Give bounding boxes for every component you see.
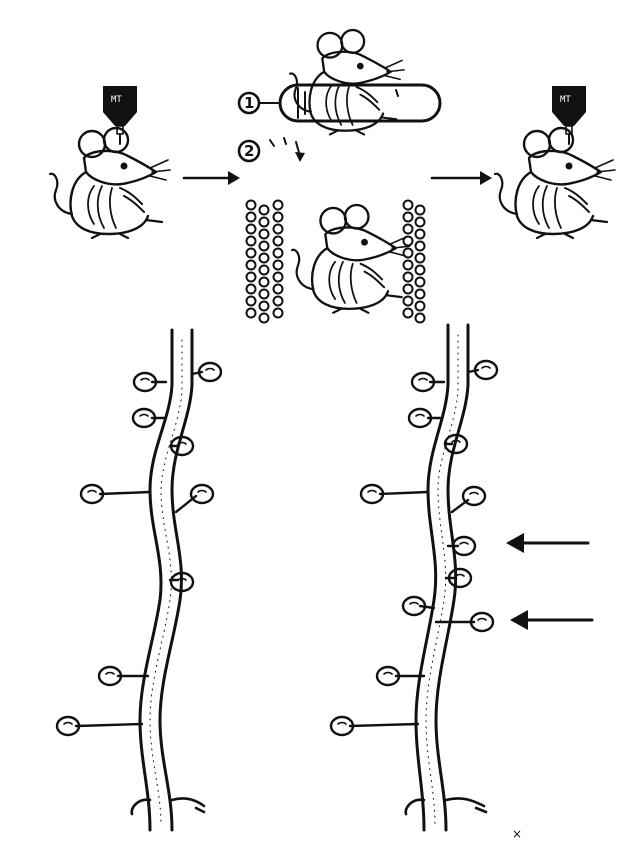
spine-r3 (409, 409, 440, 427)
spine-r5 (361, 485, 428, 503)
injector-left-icon: MT (103, 86, 137, 144)
bead-chain-3 (274, 201, 283, 318)
injected-mouse-right: MT (495, 86, 615, 238)
spine-l1 (134, 373, 166, 391)
step-2-label: 2 (244, 142, 254, 160)
mouse-housed-icon (292, 205, 410, 313)
injected-mouse-left: MT (50, 86, 170, 238)
bead-chain-4 (404, 201, 413, 318)
mouse-left-icon (50, 128, 170, 238)
spine-r8 (446, 569, 471, 587)
new-spine-arrow-1 (506, 533, 588, 553)
dendrite-right-shaft (416, 325, 448, 830)
stray-mark: × (512, 827, 522, 841)
dendrite-left (57, 330, 221, 830)
restraint-tube-icon (280, 85, 440, 121)
dendrite-left-shaft (140, 330, 172, 830)
step-1-badge: 1 (239, 93, 280, 113)
spine-r11 (377, 667, 424, 685)
injector-right-label: MT (560, 95, 571, 105)
spine-l6 (176, 485, 213, 512)
flow-arrow-2 (432, 171, 492, 185)
enriched-housing (247, 201, 425, 323)
spine-l5 (81, 485, 150, 503)
new-spine-arrow-2 (510, 610, 592, 630)
spine-l3 (133, 409, 166, 427)
spine-r12 (331, 717, 418, 735)
spine-r1 (412, 373, 444, 391)
spine-r2 (468, 361, 497, 379)
bead-chain-1 (247, 201, 256, 318)
mouse-restrained-icon (290, 30, 404, 135)
restrained-mouse: 1 2 (239, 30, 440, 162)
spine-l8 (99, 667, 148, 685)
mouse-right-icon (495, 128, 615, 238)
spine-r10 (436, 613, 493, 631)
step-2-badge: 2 (239, 138, 305, 162)
spine-l2 (192, 363, 221, 381)
bead-chain-2 (260, 206, 269, 323)
injector-right-icon: MT (552, 86, 586, 144)
injector-left-label: MT (111, 95, 122, 105)
spine-l9 (57, 717, 142, 735)
step-1-label: 1 (244, 94, 254, 112)
flow-arrow-1 (184, 171, 240, 185)
spine-r6 (452, 487, 485, 512)
spine-r9 (403, 597, 434, 615)
dendrite-right (331, 325, 497, 830)
bead-chain-5 (416, 206, 425, 323)
